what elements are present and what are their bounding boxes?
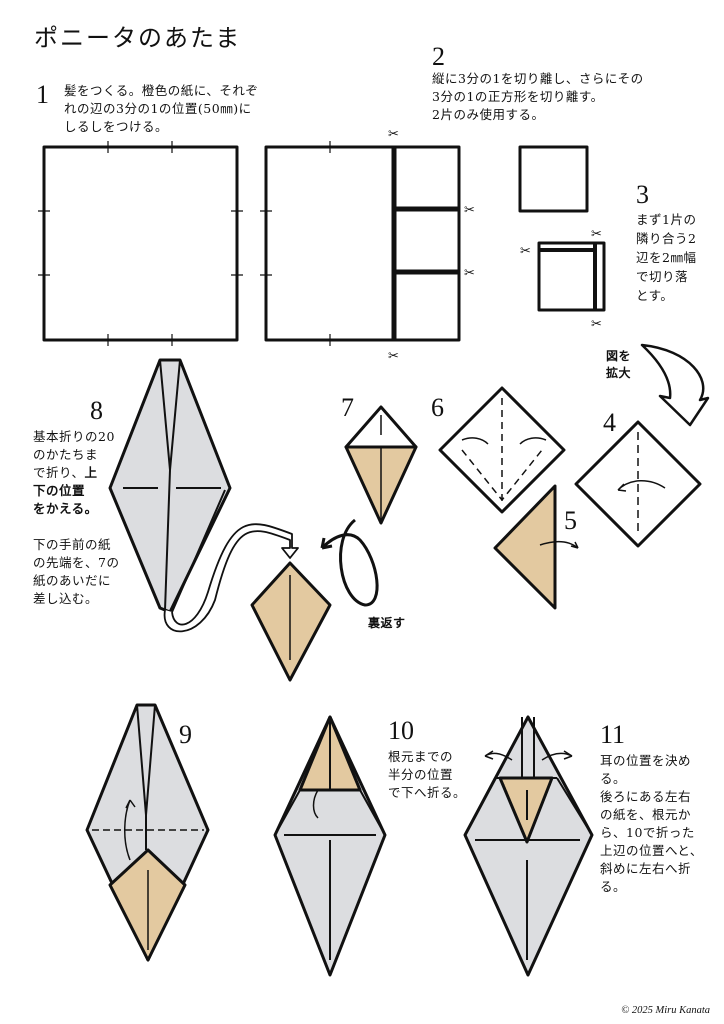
svg-text:✂: ✂ [464,203,475,218]
svg-text:✂: ✂ [388,127,399,142]
step-8-number: 8 [90,396,103,425]
step-8-text-bold: 上 下の位置 をかえる。 [33,465,98,516]
step-1-number: 1 [36,80,49,109]
step9-shape [85,703,210,962]
insert-arrow-icon [163,523,299,633]
svg-text:✂: ✂ [591,317,602,332]
step-3-text: まず1片の 隣り合う2 辺を2㎜幅 で切り落 とす。 [636,212,697,303]
step-6-number: 6 [431,393,444,422]
step-3-number: 3 [636,180,649,209]
tan-kite [250,561,332,682]
step-5-number: 5 [564,506,577,535]
step-8-text: 基本折りの20 のかたちま で折り、上 下の位置 をかえる。 [33,428,115,518]
step-11-number: 11 [600,720,626,749]
flip-arrow-icon [320,518,379,607]
step7-kite [344,405,418,525]
step-9-number: 9 [179,720,192,749]
step8-crane-base [108,358,232,614]
step11-shape [463,715,594,977]
small-square [518,145,589,213]
enlarge-label: 図を 拡大 [606,349,632,380]
step-2-number: 2 [432,42,445,71]
svg-text:✂: ✂ [591,227,602,242]
step1-square [38,141,243,346]
flip-label: 裏返す [368,616,406,630]
step5-triangle [493,484,579,610]
step-2-text: 縦に3分の1を切り離し、さらにその 3分の1の正方形を切り離す。 2片のみ使用す… [432,71,644,122]
svg-text:✂: ✂ [464,266,475,281]
step4-diamond [574,420,702,548]
svg-text:✂: ✂ [388,349,399,364]
step10-shape [273,715,387,977]
step-8-text-a: 基本折りの20 のかたちま で折り、 [33,429,115,480]
copyright: © 2025 Miru Kanata [621,1005,710,1016]
step-10-text: 根元までの 半分の位置 で下へ折る。 [388,749,467,800]
enlarge-arrow-icon [640,343,710,427]
step-8-text-b: 下の手前の紙 の先端を、7の 紙のあいだに 差し込む。 [33,537,120,606]
svg-text:✂: ✂ [520,244,531,259]
step-4-number: 4 [603,408,616,437]
step-7-number: 7 [341,393,354,422]
step-11-text: 耳の位置を決め る。 後ろにある左右 の紙を、根元か ら、10で折った 上辺の位… [600,753,703,894]
step3-square [537,241,606,312]
step-10-number: 10 [388,716,414,745]
step6-diamond [438,386,566,514]
step-1-text: 髪をつくる。橙色の紙に、それぞ れの辺の3分の1の位置(50㎜)に しるしをつけ… [64,83,259,134]
step2-square [260,141,461,346]
page-title: ポニータのあたま [34,24,242,52]
scissors-icons: ✂ ✂ ✂ ✂ ✂ ✂ ✂ [388,127,602,364]
